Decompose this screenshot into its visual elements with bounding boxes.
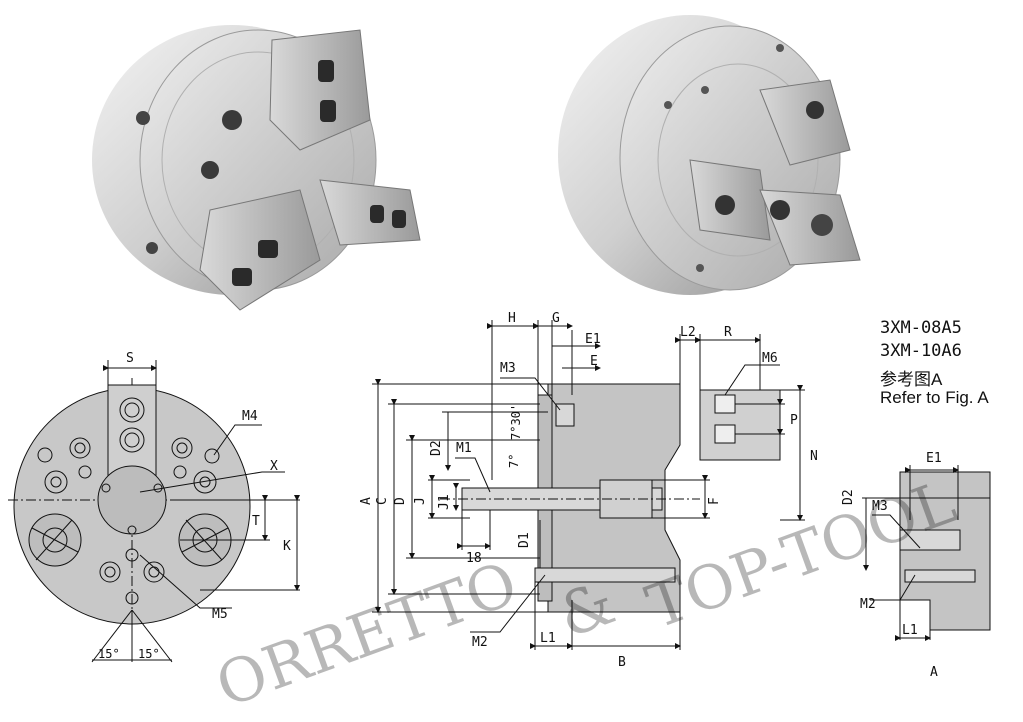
label-S: S bbox=[126, 351, 134, 366]
detail-label-A: A bbox=[930, 665, 938, 680]
label-B: B bbox=[618, 655, 626, 670]
label-L1: L1 bbox=[540, 631, 556, 646]
label-angle-left: 15° bbox=[98, 647, 120, 661]
label-X: X bbox=[270, 459, 278, 474]
label-M6: M6 bbox=[762, 351, 778, 366]
chuck-render-front-left bbox=[92, 25, 421, 311]
detail-label-E1: E1 bbox=[926, 451, 942, 466]
label-C: C bbox=[375, 497, 390, 505]
detail-label-D2: D2 bbox=[841, 489, 856, 505]
reference-caption-en: Refer to Fig. A bbox=[880, 388, 989, 407]
label-M4: M4 bbox=[242, 409, 258, 424]
section-view-labels: H G E1 E M3 L2 R M6 P N D2 M1 7° 7°30' A… bbox=[359, 311, 818, 670]
detail-label-L1: L1 bbox=[902, 623, 918, 638]
label-angle-right: 15° bbox=[138, 647, 160, 661]
chuck-render-front-right bbox=[558, 15, 861, 295]
reference-caption-cn: 参考图A bbox=[880, 370, 943, 389]
detail-label-M3: M3 bbox=[872, 499, 888, 514]
label-E: E bbox=[590, 354, 598, 369]
label-M1: M1 bbox=[456, 441, 472, 456]
label-N: N bbox=[810, 449, 818, 464]
label-18: 18 bbox=[466, 551, 482, 566]
label-F: F bbox=[707, 497, 722, 505]
label-D1: D1 bbox=[517, 532, 532, 548]
label-J: J bbox=[413, 497, 428, 505]
label-R: R bbox=[724, 325, 732, 340]
front-view-drawing bbox=[8, 360, 300, 663]
label-T: T bbox=[252, 514, 260, 529]
diagram-stage: S M4 X T K M5 15° 15° bbox=[8, 15, 991, 722]
section-view-drawing bbox=[372, 320, 805, 650]
model-caption-2: 3XM-10A6 bbox=[880, 341, 962, 361]
label-M3: M3 bbox=[500, 361, 516, 376]
detail-view-labels: E1 D2 M3 M2 L1 A bbox=[841, 451, 942, 680]
label-G: G bbox=[552, 311, 560, 326]
label-K: K bbox=[283, 539, 291, 554]
label-L2: L2 bbox=[680, 325, 696, 340]
front-view-labels: S M4 X T K M5 15° 15° bbox=[98, 351, 291, 661]
label-H: H bbox=[508, 311, 516, 326]
label-A: A bbox=[359, 497, 374, 505]
label-D: D bbox=[393, 497, 408, 505]
label-angle-2: 7°30' bbox=[509, 404, 523, 440]
label-angle-1: 7° bbox=[507, 454, 521, 468]
label-J1: J1 bbox=[437, 494, 452, 510]
label-E1: E1 bbox=[585, 332, 601, 347]
detail-view-drawing bbox=[862, 465, 991, 641]
drawing-canvas: S M4 X T K M5 15° 15° bbox=[8, 15, 991, 680]
model-caption-1: 3XM-08A5 bbox=[880, 318, 962, 338]
detail-label-M2: M2 bbox=[860, 597, 876, 612]
label-M2: M2 bbox=[472, 635, 488, 650]
label-M5: M5 bbox=[212, 607, 228, 622]
label-D2: D2 bbox=[429, 440, 444, 456]
label-P: P bbox=[790, 413, 798, 428]
